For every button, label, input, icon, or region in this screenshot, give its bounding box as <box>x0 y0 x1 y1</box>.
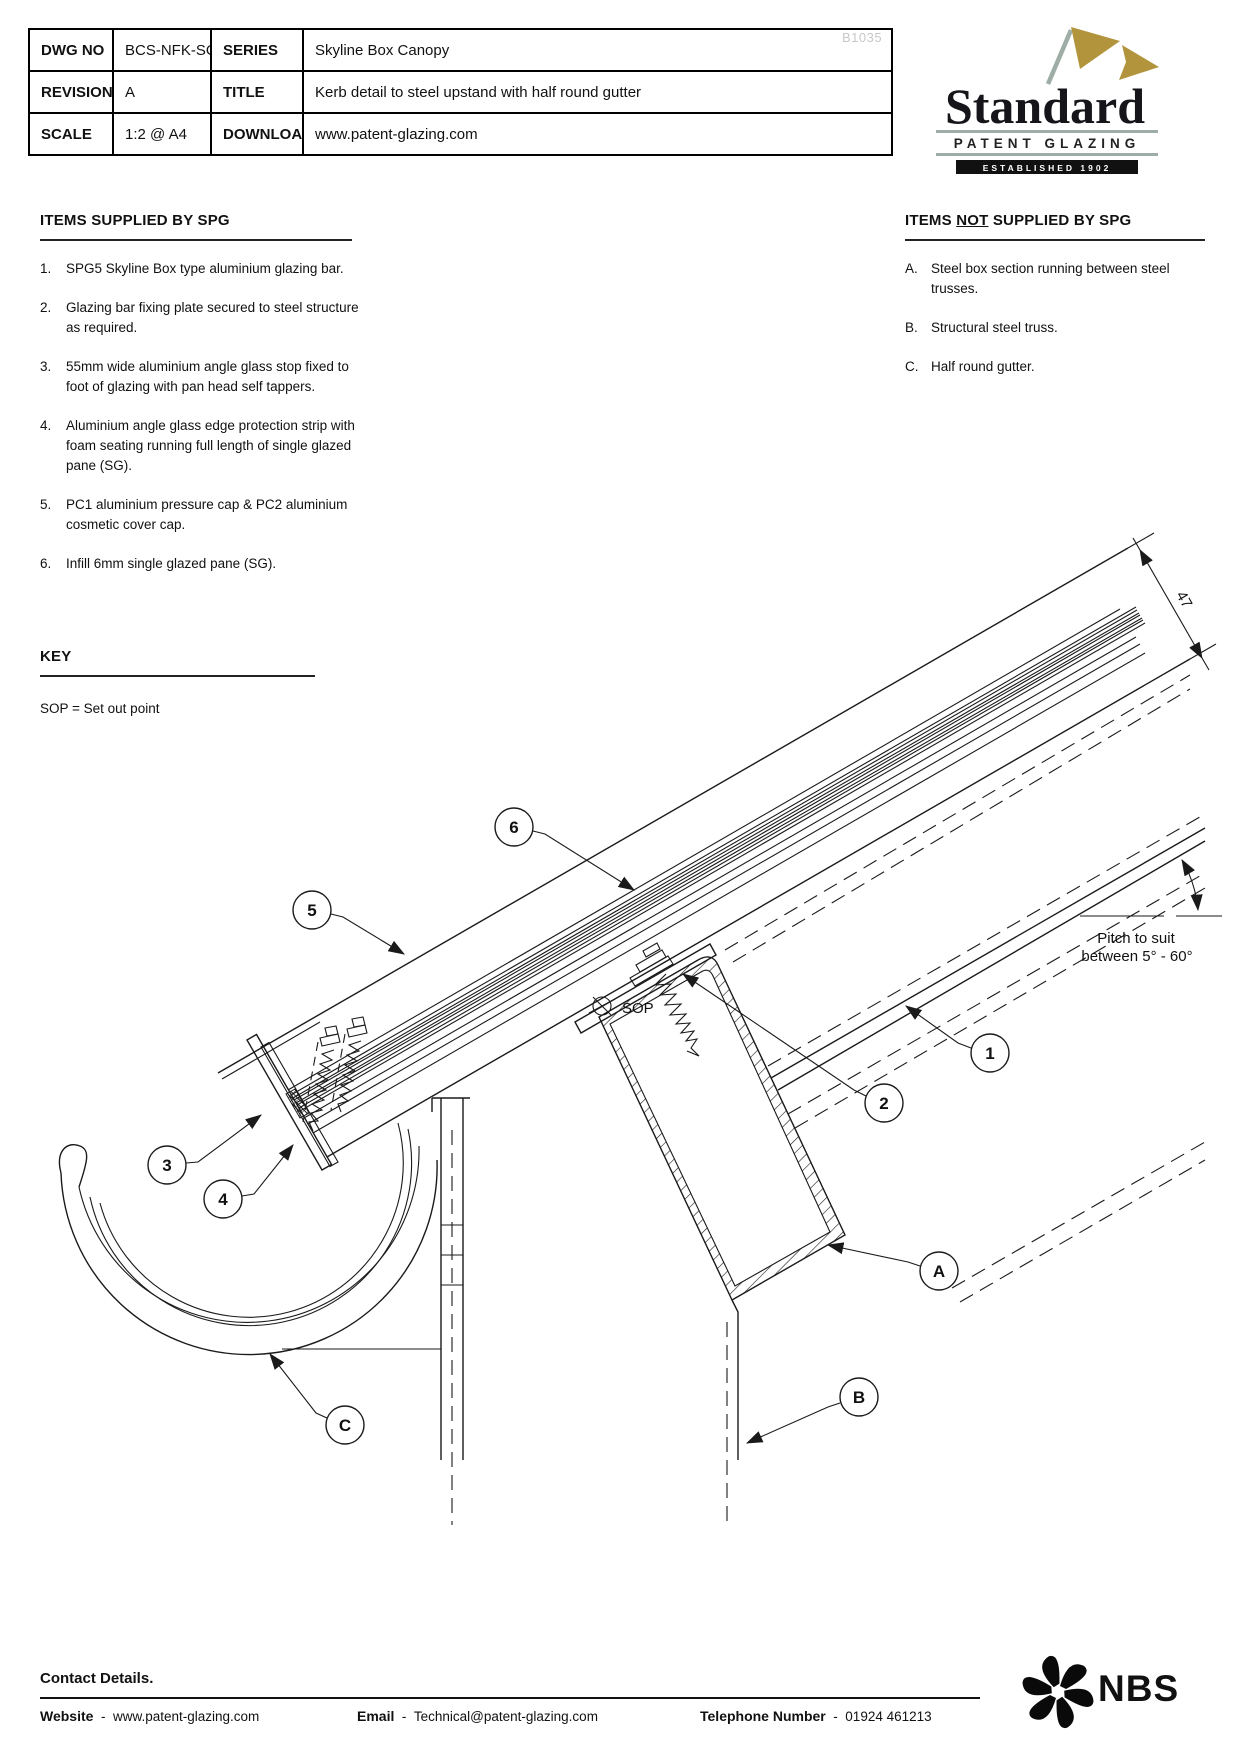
items-supplied-title: ITEMS SUPPLIED BY SPG <box>40 212 352 241</box>
truss-lines <box>726 1299 739 1525</box>
dimension-47: 47 <box>1127 532 1217 671</box>
svg-text:6: 6 <box>509 818 518 837</box>
list-item: A.Steel box section running between stee… <box>905 261 1170 296</box>
svg-text:A: A <box>933 1262 945 1281</box>
list-item: 1.SPG5 Skyline Box type aluminium glazin… <box>40 261 344 276</box>
flag-icon <box>1045 27 1159 85</box>
website-link[interactable]: www.patent-glazing.com <box>112 1709 260 1724</box>
series-value: Skyline Box Canopy <box>302 28 893 72</box>
svg-text:3: 3 <box>162 1156 171 1175</box>
scale-value: 1:2 @ A4 <box>112 112 212 156</box>
company-logo: Standard PATENT GLAZING ESTABLISHED 1902 <box>936 27 1159 174</box>
list-item: 4.Aluminium angle glass edge protection … <box>40 417 355 473</box>
self-tapper-screws <box>302 1016 368 1132</box>
phone-number: 01924 461213 <box>845 1709 932 1724</box>
nbs-flower-icon <box>1022 1655 1094 1729</box>
pitch-indicator: Pitch to suit between 5° - 60° <box>1080 859 1222 965</box>
svg-text:B: B <box>853 1388 865 1407</box>
revision-label: REVISION <box>28 70 114 114</box>
watermark: B1035 <box>842 30 883 45</box>
callout-1: 1 <box>905 1005 1010 1073</box>
glazing-bar-lines <box>217 547 1191 1158</box>
list-item: 3.55mm wide aluminium angle glass stop f… <box>40 358 349 394</box>
items-supplied-section: ITEMS SUPPLIED BY SPG 1.SPG5 Skyline Box… <box>40 212 370 593</box>
pitch-text-line2: between 5° - 60° <box>1081 948 1192 965</box>
items-not-supplied-section: ITEMS NOT SUPPLIED BY SPG A.Steel box se… <box>905 212 1215 396</box>
callout-4: 4 <box>203 1144 294 1219</box>
sop-marker: SOP <box>588 996 654 1017</box>
svg-text:C: C <box>339 1416 351 1435</box>
sop-label: SOP <box>622 1000 654 1017</box>
callout-a: A <box>826 1242 959 1291</box>
key-text: SOP = Set out point <box>40 701 160 716</box>
svg-text:1: 1 <box>985 1044 994 1063</box>
download-label: DOWNLOAD <box>210 112 304 156</box>
logo-subtitle: PATENT GLAZING <box>954 136 1141 151</box>
callouts: 6 5 3 4 1 2 A <box>147 807 1010 1445</box>
svg-text:2: 2 <box>879 1094 888 1113</box>
callout-3: 3 <box>147 1114 262 1185</box>
title-label: TITLE <box>210 70 304 114</box>
revision-value: A <box>112 70 212 114</box>
nbs-logo-text: NBS <box>1098 1668 1180 1709</box>
key-section: KEY SOP = Set out point <box>40 648 340 716</box>
list-item: 6.Infill 6mm single glazed pane (SG). <box>40 555 277 571</box>
footer-website: Website - www.patent-glazing.com <box>40 1708 260 1724</box>
contact-details-heading: Contact Details. <box>40 1670 154 1687</box>
pitch-text-line1: Pitch to suit <box>1097 930 1175 947</box>
callout-2: 2 <box>682 973 904 1123</box>
callout-b: B <box>745 1377 879 1444</box>
logo-established: ESTABLISHED 1902 <box>983 163 1112 173</box>
svg-text:4: 4 <box>218 1190 228 1209</box>
steel-box-section <box>598 956 846 1301</box>
protection-strip <box>285 1088 310 1119</box>
hidden-lines <box>724 674 1206 1303</box>
download-url[interactable]: www.patent-glazing.com <box>302 112 893 156</box>
dim-47-value: 47 <box>1172 588 1195 611</box>
footer-divider <box>40 1697 980 1699</box>
svg-text:5: 5 <box>307 901 316 920</box>
key-title: KEY <box>40 648 315 677</box>
dwg-no-label: DWG NO <box>28 28 114 72</box>
list-item: C.Half round gutter. <box>905 358 1035 374</box>
kerb-upstand <box>431 1097 470 1525</box>
title-block: DWG NO BCS-NFK-SO1 SERIES Skyline Box Ca… <box>28 28 893 156</box>
callout-5: 5 <box>292 890 405 955</box>
email-link[interactable]: Technical@patent-glazing.com <box>413 1709 598 1724</box>
series-label: SERIES <box>210 28 304 72</box>
list-item: B.Structural steel truss. <box>905 319 1058 335</box>
list-item: 2.Glazing bar fixing plate secured to st… <box>40 299 359 335</box>
callout-6: 6 <box>494 807 635 891</box>
fixing-plate <box>574 943 717 1034</box>
footer-phone: Telephone Number - 01924 461213 <box>700 1708 932 1724</box>
items-not-supplied-title: ITEMS NOT SUPPLIED BY SPG <box>905 212 1205 241</box>
footer-email: Email - Technical@patent-glazing.com <box>357 1708 598 1724</box>
list-item: 5.PC1 aluminium pressure cap & PC2 alumi… <box>40 496 348 532</box>
callout-c: C <box>269 1353 365 1445</box>
gutter <box>58 1122 441 1356</box>
dwg-no-value: BCS-NFK-SO1 <box>112 28 212 72</box>
title-value: Kerb detail to steel upstand with half r… <box>302 70 893 114</box>
scale-label: SCALE <box>28 112 114 156</box>
glass-stop-plate <box>246 1033 339 1171</box>
logo-name: Standard <box>945 78 1145 134</box>
